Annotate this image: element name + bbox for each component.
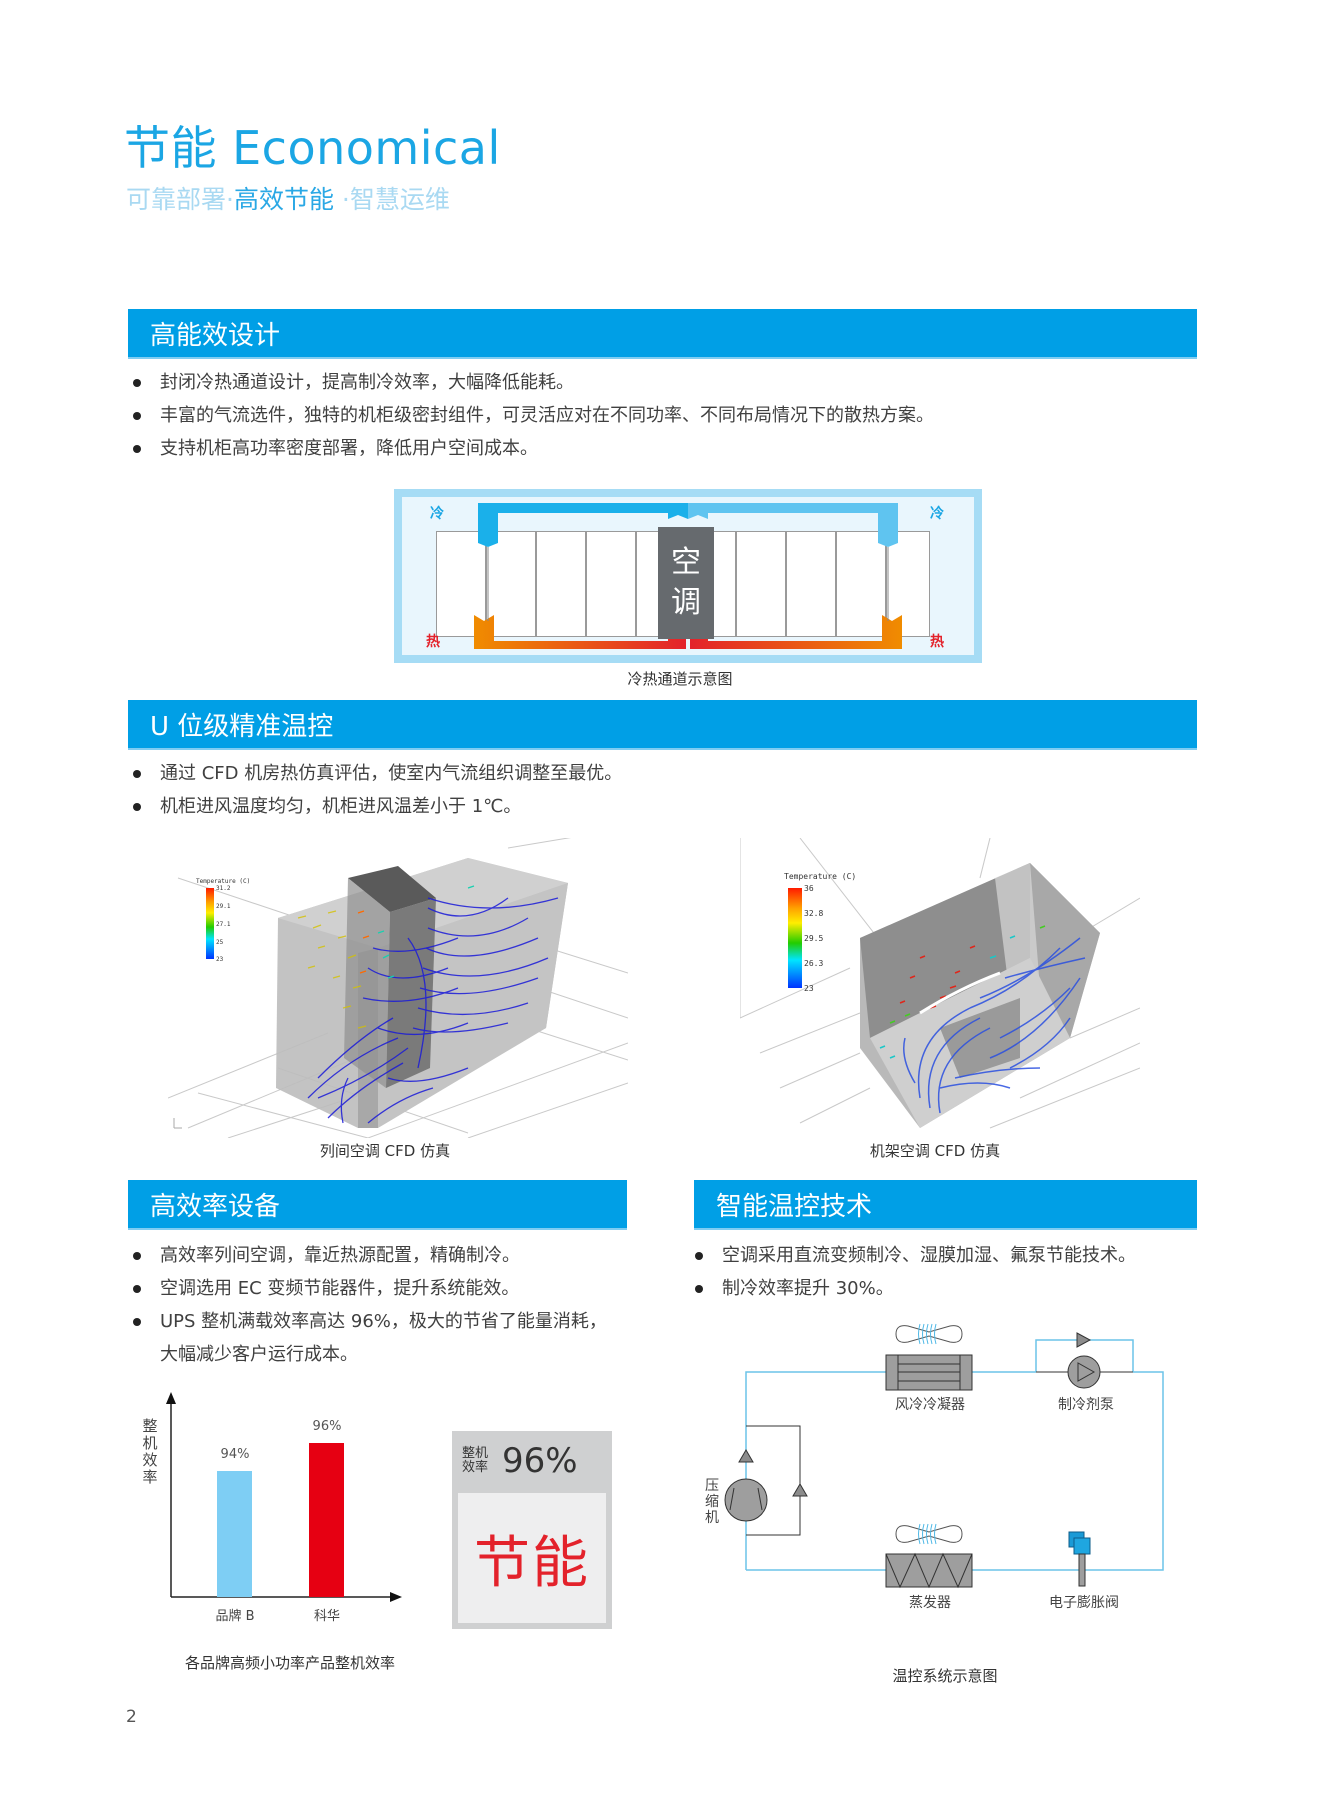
legend-title: Temperature (C) — [784, 872, 857, 881]
expansion-valve-label: 电子膨胀阀 — [1049, 1595, 1119, 1611]
page-number: 2 — [126, 1707, 137, 1727]
cfd-simulation-inrow-image: Temperature (C) 31.2 29.1 27.1 25 23 — [168, 838, 628, 1138]
card-value: 96% — [502, 1441, 578, 1481]
bullet-item: 空调选用 EC 变频节能器件，提升系统能效。 — [128, 1272, 607, 1305]
legend-tick: 25 — [216, 939, 224, 946]
rack — [736, 531, 786, 637]
legend-tick: 29.1 — [216, 903, 231, 910]
section-header-high-efficiency-design: 高能效设计 — [128, 309, 1197, 359]
cfd-render-rack-icon — [740, 838, 1140, 1129]
cfd-render-inrow-icon — [168, 838, 628, 1138]
airflow-arrows-icon — [474, 503, 902, 649]
ac-label-char: 调 — [671, 585, 701, 620]
rack — [486, 531, 536, 637]
section-header-smart-temp-control: 智能温控技术 — [694, 1180, 1197, 1230]
rack — [886, 531, 930, 637]
cold-label-right: 冷 — [930, 506, 944, 522]
bullet-text-continued: 大幅减少客户运行成本。 — [160, 1344, 358, 1365]
bullet-text: UPS 整机满载效率高达 96%，极大的节省了能量消耗， — [160, 1311, 607, 1332]
subtitle-part-reliable: 可靠部署· — [126, 185, 234, 214]
card-label: 整机 效率 — [462, 1447, 488, 1475]
section-heading: 高能效设计 — [150, 320, 281, 351]
chart-y-axis-label: 整机效率 — [142, 1417, 158, 1486]
temp-control-system-diagram: 风冷冷凝器 制冷剂泵 压 缩 机 蒸发器 电子膨胀阀 — [690, 1310, 1170, 1611]
subtitle-part-efficient: 高效节能 — [233, 185, 334, 214]
legend-tick: 36 — [804, 884, 814, 893]
legend-title: Temperature (C) — [196, 878, 251, 885]
temperature-colorbar — [788, 888, 802, 988]
bullet-list-smart-temp-control: 空调采用直流变频制冷、湿膜加湿、氟泵节能技术。 制冷效率提升 30%。 — [690, 1239, 1136, 1305]
rack — [636, 531, 660, 637]
compressor-label: 压 缩 机 — [704, 1478, 720, 1526]
bullet-item: 丰富的气流选件，独特的机柜级密封组件，可灵活应对在不同功率、不同布局情况下的散热… — [128, 399, 934, 432]
hot-label-left: 热 — [426, 634, 440, 650]
bullet-item: 高效率列间空调，靠近热源配置，精确制冷。 — [128, 1239, 607, 1272]
bar-category-label: 品牌 B — [215, 1609, 255, 1624]
cfd-left-caption: 列间空调 CFD 仿真 — [319, 1142, 451, 1160]
chart-axes-icon — [166, 1392, 402, 1602]
temperature-colorbar — [206, 888, 214, 959]
efficiency-bar-chart: 整机效率 94% 96% 品牌 B 科华 — [120, 1390, 420, 1670]
cfd-simulation-rack-image: Temperature (C) 36 32.8 29.5 26.3 23 — [740, 838, 1140, 1138]
bullet-list-high-efficiency-design: 封闭冷热通道设计，提高制冷效率，大幅降低能耗。 丰富的气流选件，独特的机柜级密封… — [128, 366, 934, 465]
bullet-item: 制冷效率提升 30%。 — [690, 1272, 1136, 1305]
legend-tick: 23 — [804, 984, 814, 993]
cold-hot-aisle-diagram: 空 调 冷 冷 热 热 — [394, 489, 982, 663]
evaporator-label: 蒸发器 — [909, 1595, 951, 1611]
cfd-right-caption: 机架空调 CFD 仿真 — [869, 1142, 1001, 1160]
bar-chart-caption: 各品牌高频小功率产品整机效率 — [184, 1654, 395, 1672]
legend-tick: 32.8 — [804, 909, 824, 918]
bullet-item: 通过 CFD 机房热仿真评估，使室内气流组织调整至最优。 — [128, 757, 622, 790]
rack — [436, 531, 486, 637]
bullet-item: UPS 整机满载效率高达 96%，极大的节省了能量消耗， 大幅减少客户运行成本。 — [128, 1305, 607, 1371]
rack — [712, 531, 736, 637]
card-label-line: 整机 — [462, 1446, 489, 1461]
rack — [536, 531, 586, 637]
condenser-label: 风冷冷凝器 — [895, 1397, 965, 1413]
rack — [786, 531, 836, 637]
temp-control-diagram-caption: 温控系统示意图 — [892, 1667, 998, 1685]
efficiency-highlight-card: 整机 效率 96% 节能 — [452, 1431, 612, 1629]
aisle-diagram-caption: 冷热通道示意图 — [627, 670, 733, 688]
page-subtitle: 可靠部署·高效节能 ·智慧运维 — [126, 180, 450, 216]
compressor-label-char: 压 — [705, 1478, 719, 1494]
bullet-list-u-level-control: 通过 CFD 机房热仿真评估，使室内气流组织调整至最优。 机柜进风温度均匀，机柜… — [128, 757, 622, 823]
hot-label-right: 热 — [930, 634, 944, 650]
air-conditioner-unit: 空 调 — [658, 527, 714, 639]
cold-label-left: 冷 — [430, 506, 444, 522]
bullet-item: 机柜进风温度均匀，机柜进风温差小于 1℃。 — [128, 790, 622, 823]
legend-tick: 29.5 — [804, 934, 824, 943]
bar-category-label: 科华 — [313, 1609, 340, 1624]
legend-tick: 27.1 — [216, 921, 231, 928]
card-energy-saving-text: 节能 — [474, 1530, 590, 1596]
bullet-item: 空调采用直流变频制冷、湿膜加湿、氟泵节能技术。 — [690, 1239, 1136, 1272]
bar-value-label: 96% — [312, 1419, 342, 1434]
legend-tick: 23 — [216, 956, 224, 963]
card-label-line: 效率 — [462, 1460, 489, 1475]
ac-label-char: 空 — [671, 545, 701, 580]
section-heading: 智能温控技术 — [716, 1191, 873, 1222]
compressor-label-char: 缩 — [705, 1494, 719, 1510]
bullet-list-efficient-equipment: 高效率列间空调，靠近热源配置，精确制冷。 空调选用 EC 变频节能器件，提升系统… — [128, 1239, 607, 1371]
rack — [586, 531, 636, 637]
bullet-item: 支持机柜高功率密度部署，降低用户空间成本。 — [128, 432, 934, 465]
section-heading: U 位级精准温控 — [150, 711, 334, 742]
rack — [836, 531, 886, 637]
section-header-efficient-equipment: 高效率设备 — [128, 1180, 627, 1230]
section-heading: 高效率设备 — [150, 1191, 281, 1222]
refrigerant-pump-label: 制冷剂泵 — [1058, 1397, 1114, 1413]
legend-tick: 31.2 — [216, 885, 231, 892]
legend-tick: 26.3 — [804, 959, 824, 968]
refrigeration-circuit-icon — [724, 1323, 1164, 1589]
bullet-item: 封闭冷热通道设计，提高制冷效率，大幅降低能耗。 — [128, 366, 934, 399]
compressor-label-char: 机 — [705, 1510, 719, 1526]
subtitle-part-smart: ·智慧运维 — [333, 185, 450, 214]
page-title: 节能 Economical — [124, 121, 501, 175]
section-header-u-level-control: U 位级精准温控 — [128, 700, 1197, 750]
bar-value-label: 94% — [220, 1447, 250, 1462]
